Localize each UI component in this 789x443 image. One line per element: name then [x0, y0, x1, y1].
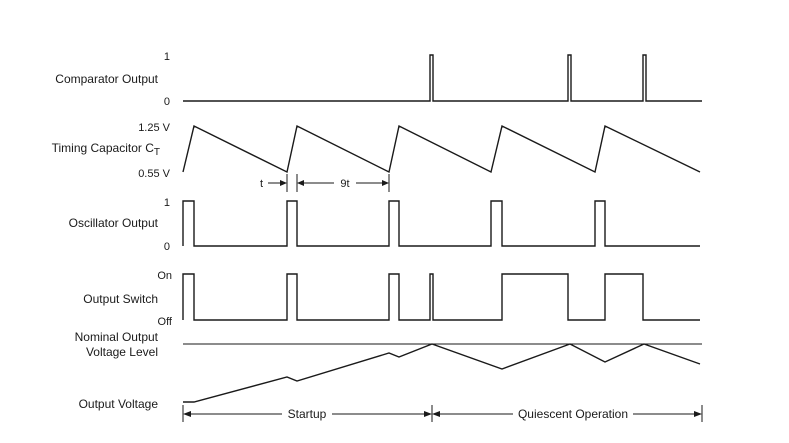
label-timing-capacitor-main: Timing Capacitor C [52, 141, 155, 155]
level-switch-off: Off [158, 316, 173, 328]
interval-9t-label: 9t [340, 178, 349, 190]
phase-quiescent-label: Quiescent Operation [518, 407, 628, 421]
comparator-output-waveform [183, 54, 702, 102]
level-cap-low: 0.55 V [138, 168, 170, 180]
startup-arrowhead-left [183, 411, 191, 417]
label-comparator-output: Comparator Output [55, 72, 158, 86]
label-timing-capacitor-sub: T [154, 147, 160, 158]
phase-startup-label: Startup [288, 407, 327, 421]
label-output-switch: Output Switch [83, 292, 158, 306]
label-nominal-output-1: Nominal Output [75, 330, 159, 344]
output-voltage-waveform [183, 343, 701, 403]
quiescent-arrowhead-left [432, 411, 440, 417]
level-osc-high: 1 [164, 197, 170, 209]
level-switch-on: On [157, 270, 172, 282]
quiescent-arrowhead-right [694, 411, 702, 417]
label-output-voltage: Output Voltage [79, 397, 159, 411]
level-osc-low: 0 [164, 241, 170, 253]
oscillator-output-waveform [182, 200, 700, 247]
level-cap-high: 1.25 V [138, 122, 170, 134]
interval-t-arrowhead [280, 180, 287, 186]
startup-arrowhead-right [424, 411, 432, 417]
interval-t-label: t [260, 178, 263, 190]
output-switch-waveform [182, 273, 700, 321]
interval-markers: t 9t [260, 174, 390, 192]
interval-9t-arrowhead-left [297, 180, 304, 186]
level-comparator-high: 1 [164, 51, 170, 63]
label-nominal-output-2: Voltage Level [86, 345, 158, 359]
label-oscillator-output: Oscillator Output [69, 216, 159, 230]
interval-9t-arrowhead-right [382, 180, 389, 186]
level-comparator-low: 0 [164, 96, 170, 108]
phase-arrows: Startup Quiescent Operation [182, 405, 703, 422]
label-timing-capacitor: Timing Capacitor CT [52, 141, 160, 158]
timing-capacitor-waveform [182, 124, 701, 174]
